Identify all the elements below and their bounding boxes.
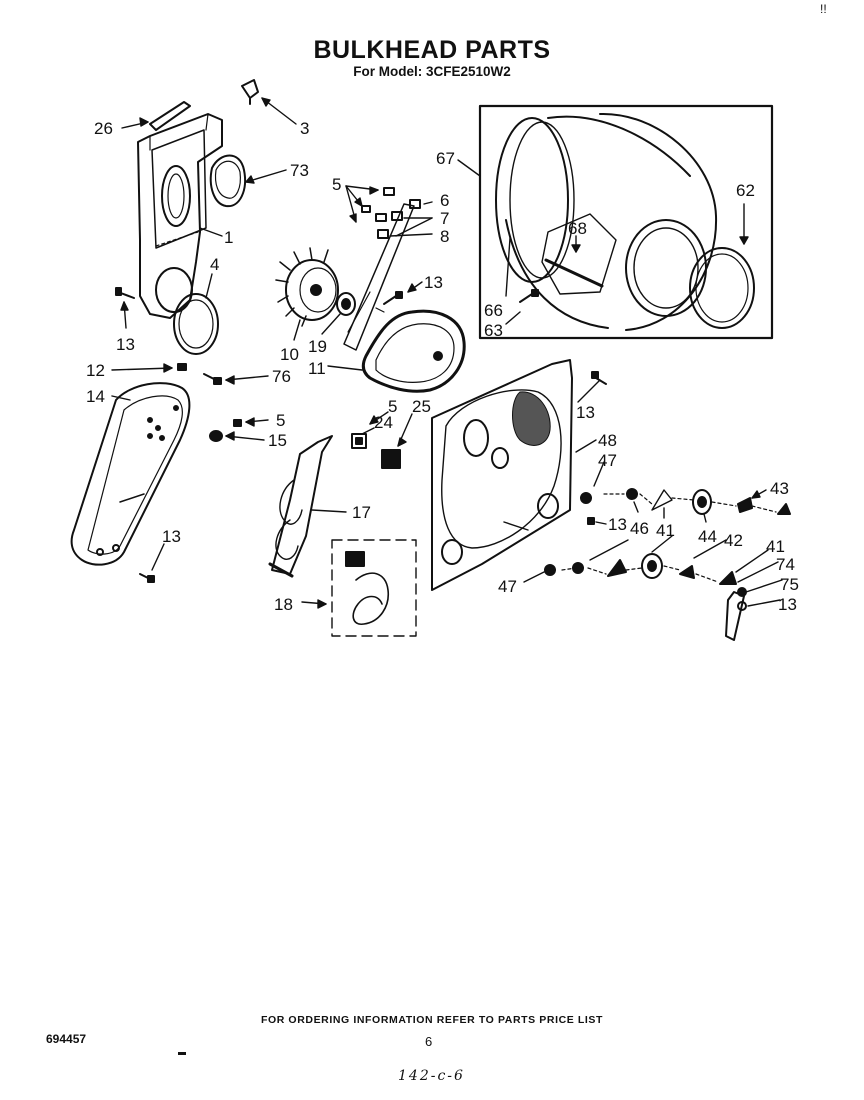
screw-13-belt	[383, 291, 403, 305]
callout-19: 19	[308, 337, 327, 356]
screw-13-left	[115, 287, 135, 299]
power-cord-kit-18	[331, 539, 417, 637]
callout-62: 62	[736, 181, 755, 200]
motor-mount-bracket	[361, 309, 466, 393]
document-number: 694457	[46, 1032, 87, 1046]
heater-element-17	[268, 435, 333, 578]
callout-5: 5	[276, 411, 285, 430]
callout-3: 3	[300, 119, 309, 138]
dryer-drum-67	[495, 112, 718, 331]
callout-13: 13	[608, 515, 627, 534]
filter-seal-strip	[149, 101, 191, 131]
callout-47: 47	[598, 451, 617, 470]
callout-73: 73	[290, 161, 309, 180]
exploded-parts-diagram: 26 3 73 1 4 13 5 6 7 8 13 10 19 11 67 68…	[70, 79, 799, 641]
lint-duct-panel-14	[70, 382, 191, 566]
callout-42: 42	[724, 531, 743, 550]
callout-48: 48	[598, 431, 617, 450]
callout-18: 18	[274, 595, 293, 614]
drum-assembly-box	[478, 104, 774, 340]
drum-support-hardware-row-upper	[603, 488, 791, 515]
callout-25: 25	[412, 397, 431, 416]
callout-41: 41	[656, 521, 675, 540]
callout-13: 13	[576, 403, 595, 422]
screw-5-and-washer-15	[209, 419, 242, 442]
drum-support-hardware-row-lower	[544, 553, 737, 585]
callout-66: 66	[484, 301, 503, 320]
clip-fastener-3	[241, 79, 259, 105]
callout-76: 76	[272, 367, 291, 386]
callout-1: 1	[224, 228, 233, 247]
roller-bracket-74-75	[725, 587, 747, 641]
thermostat-25	[381, 449, 401, 469]
callout-13: 13	[162, 527, 181, 546]
callout-67: 67	[436, 149, 455, 168]
callout-14: 14	[86, 387, 105, 406]
seal-ring-4	[173, 293, 219, 355]
callout-43: 43	[770, 479, 789, 498]
page-number: 6	[425, 1034, 433, 1049]
callout-46: 46	[630, 519, 649, 538]
thermal-fuse-24	[351, 433, 367, 449]
screw-set-12-76	[177, 363, 222, 385]
callout-15: 15	[268, 431, 287, 450]
front-bulkhead-housing	[137, 113, 223, 319]
screw-13-lower-left	[139, 573, 155, 583]
blower-wheel-10	[275, 247, 339, 327]
leader-lines	[111, 97, 783, 609]
callout-5: 5	[388, 397, 397, 416]
callout-75: 75	[780, 575, 799, 594]
screw-63	[519, 289, 539, 303]
callout-13: 13	[424, 273, 443, 292]
handwritten-note: 142-c-6	[398, 1068, 465, 1084]
scan-speck	[178, 1052, 186, 1055]
model-subtitle: For Model: 3CFE2510W2	[353, 64, 511, 79]
callout-labels: 26 3 73 1 4 13 5 6 7 8 13 10 19 11 67 68…	[86, 119, 799, 614]
idler-pulley-19	[336, 292, 356, 316]
callout-26: 26	[94, 119, 113, 138]
ordering-note: FOR ORDERING INFORMATION REFER TO PARTS …	[260, 1014, 604, 1026]
screw-13-bulkhead	[591, 371, 607, 385]
callout-5: 5	[332, 175, 341, 194]
callout-13: 13	[778, 595, 797, 614]
drive-belt-11	[343, 203, 415, 351]
callout-17: 17	[352, 503, 371, 522]
callout-4: 4	[210, 255, 219, 274]
callout-44: 44	[698, 527, 717, 546]
callout-68: 68	[568, 219, 587, 238]
duct-seal-73	[209, 154, 246, 208]
callout-12: 12	[86, 361, 105, 380]
drum-seal-62	[689, 247, 755, 329]
callout-41: 41	[766, 537, 785, 556]
corner-mark: !!	[820, 2, 827, 16]
callout-10: 10	[280, 345, 299, 364]
callout-7: 7	[440, 209, 449, 228]
page-title: BULKHEAD PARTS	[313, 36, 551, 64]
callout-74: 74	[776, 555, 795, 574]
callout-24: 24	[374, 413, 393, 432]
callout-6: 6	[440, 191, 449, 210]
callout-11: 11	[308, 359, 326, 378]
callout-13: 13	[116, 335, 135, 354]
rear-bulkhead-48	[431, 359, 592, 591]
callout-47: 47	[498, 577, 517, 596]
small-screw-set-5-6-7-8	[361, 187, 421, 239]
callout-8: 8	[440, 227, 449, 246]
callout-63: 63	[484, 321, 503, 340]
screw-13-lower-bulkhead	[587, 517, 595, 525]
